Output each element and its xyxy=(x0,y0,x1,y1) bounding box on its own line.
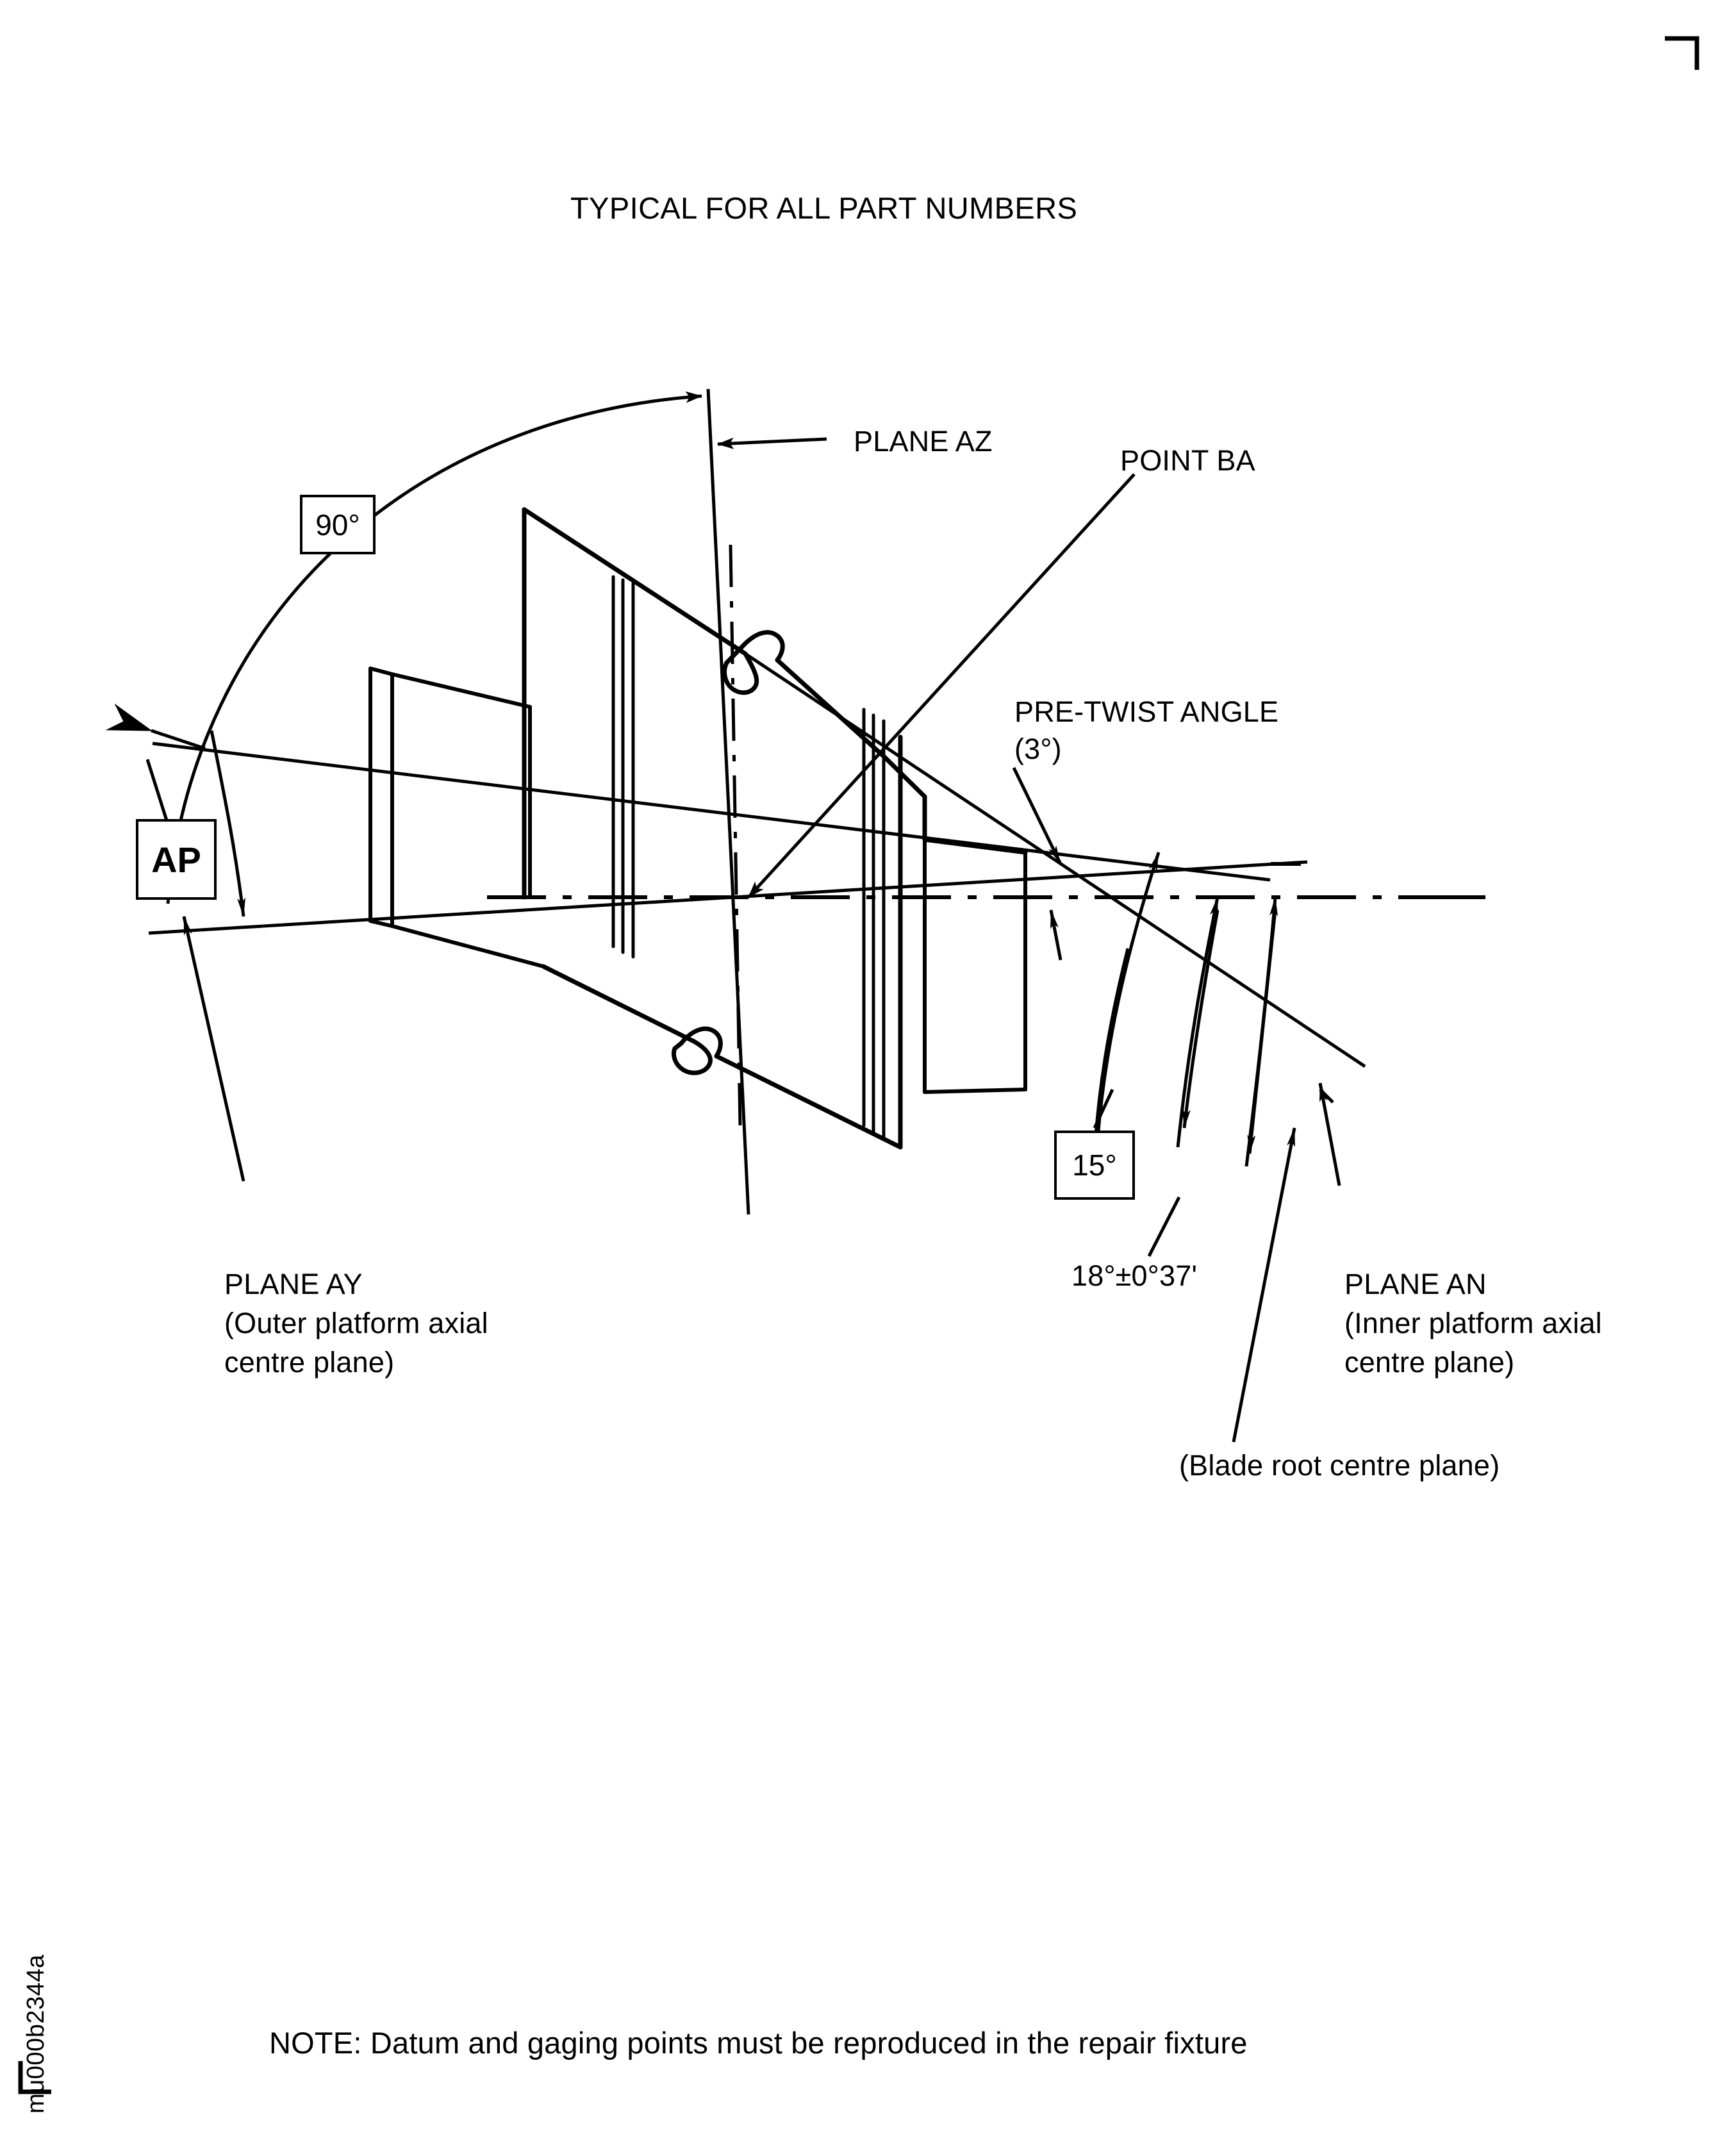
root-notch-lower xyxy=(541,964,903,1150)
angle-15-box: 15° xyxy=(1054,1131,1135,1200)
angle-18-dimension: 18°±0°37' xyxy=(1071,1259,1198,1292)
angle-90-arc-lower-arrow xyxy=(210,730,245,917)
blade-root-leader xyxy=(1232,1127,1296,1443)
pre-twist-leader-lower xyxy=(1049,909,1062,961)
plane-an-leader xyxy=(1318,1082,1341,1186)
plane-az-label: PLANE AZ xyxy=(854,425,993,458)
pre-twist-leader-upper xyxy=(1012,766,1062,865)
angle-90-box: 90° xyxy=(300,495,376,554)
angle-15-box-leader xyxy=(1093,1088,1114,1129)
plane-az-line xyxy=(706,388,750,1215)
plane-an-name: PLANE AN xyxy=(1344,1268,1487,1300)
pre-twist-angle-label: PRE-TWIST ANGLE xyxy=(1014,695,1279,728)
airfoil-rib-right xyxy=(862,708,886,1140)
plane-an-line2: centre plane) xyxy=(1344,1346,1515,1379)
corner-mark-bottom-left xyxy=(18,2061,51,2094)
plane-ay-line2: centre plane) xyxy=(224,1346,395,1379)
plane-ay-line1: (Outer platform axial xyxy=(224,1307,488,1339)
plane-ay-name: PLANE AY xyxy=(224,1268,363,1300)
pre-twist-angle-value: (3°) xyxy=(1014,733,1062,765)
inner-platform-upper-face xyxy=(882,754,1028,855)
blade-root-centre-plane-label: (Blade root centre plane) xyxy=(1179,1449,1500,1482)
angle-15-value: 15° xyxy=(1072,1148,1117,1182)
inner-platform xyxy=(923,838,1027,1094)
plane-ay-leader xyxy=(182,916,245,1182)
angle-18-leader xyxy=(1147,1196,1181,1257)
figure-id: mu000b2344a xyxy=(22,1954,49,2114)
outer-platform xyxy=(368,667,545,968)
page-title: TYPICAL FOR ALL PART NUMBERS xyxy=(570,191,1078,225)
datum-ap-value: AP xyxy=(151,839,201,880)
corner-mark-top-right xyxy=(1665,36,1699,70)
blade-body xyxy=(368,507,1028,1150)
datum-ap-leader xyxy=(105,703,206,821)
angle-18-arc xyxy=(1176,897,1219,1148)
angle-15-arc xyxy=(1091,852,1161,1166)
datum-ap-box: AP xyxy=(136,819,217,900)
airfoil-leading-edge xyxy=(522,507,748,900)
point-ba-leader xyxy=(747,473,1136,899)
plane-an-line1: (Inner platform axial xyxy=(1344,1307,1602,1339)
sheet-note: NOTE: Datum and gaging points must be re… xyxy=(269,2026,1248,2060)
plane-ay-upper-line xyxy=(152,741,1271,882)
plane-an-arc xyxy=(1244,897,1278,1167)
plane-az-chain-line xyxy=(729,544,742,1129)
angle-90-value: 90° xyxy=(315,508,360,542)
point-ba-label: POINT BA xyxy=(1120,444,1255,477)
airfoil-rib-left xyxy=(611,575,635,959)
plane-az-leader xyxy=(717,437,827,449)
root-notch-upper xyxy=(722,630,887,759)
plane-ay-lower-line xyxy=(148,860,1308,935)
